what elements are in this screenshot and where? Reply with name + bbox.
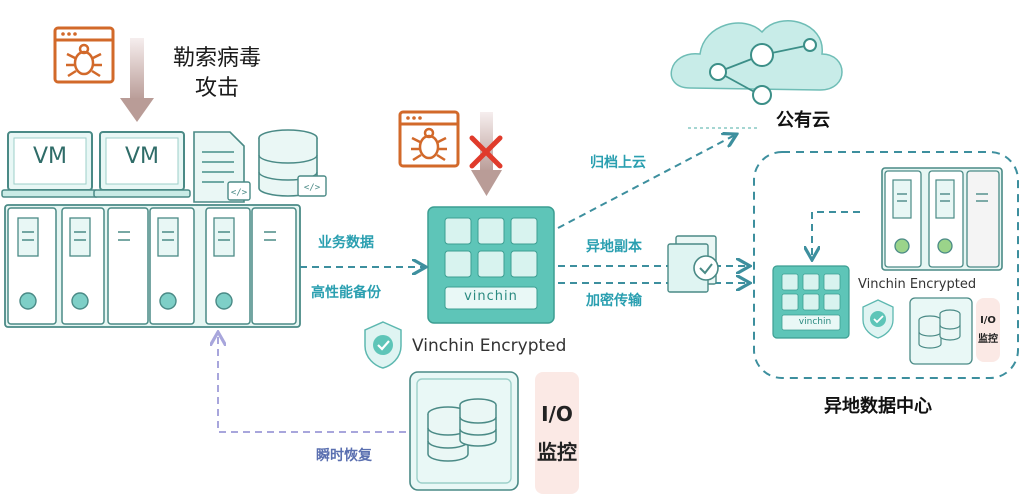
remote-datacenter-boundary bbox=[753, 151, 1019, 379]
vm-laptop-2 bbox=[93, 131, 191, 198]
public-cloud-label: 公有云 bbox=[776, 110, 830, 131]
encrypted-transfer-label: 加密传输 bbox=[586, 293, 642, 309]
vinchin-encrypted-label: Vinchin Encrypted bbox=[412, 336, 567, 356]
remote-vinchin-brand-label: vinchin bbox=[798, 317, 832, 327]
svg-text:</>: </> bbox=[231, 188, 248, 198]
remote-datacenter-label: 异地数据中心 bbox=[824, 396, 932, 417]
business-data-label: 业务数据 bbox=[318, 235, 374, 251]
remote-servers-icon bbox=[881, 167, 1003, 271]
archive-flow-arrow bbox=[557, 135, 735, 229]
remote-vinchin-encrypted-label: Vinchin Encrypted bbox=[858, 277, 977, 292]
vinchin-backup-appliance bbox=[427, 206, 555, 324]
ransomware-attack-label-line1: 勒索病毒 bbox=[172, 46, 261, 71]
remote-encrypted-shield-icon bbox=[862, 299, 894, 339]
document-icon: </> bbox=[193, 131, 251, 203]
io-monitor-badge: I/O 监控 bbox=[535, 372, 579, 494]
flow-arrows bbox=[300, 135, 860, 283]
remote-vinchin-appliance bbox=[772, 265, 850, 339]
remote-io-monitor-badge: I/O 监控 bbox=[976, 298, 1000, 362]
database-icon: </> bbox=[258, 129, 327, 197]
svg-text:</>: </> bbox=[304, 183, 321, 193]
public-cloud-icon bbox=[670, 20, 843, 105]
archive-to-cloud-label: 归档上云 bbox=[590, 155, 646, 171]
remote-io-storage-icon bbox=[909, 297, 973, 365]
vinchin-brand-label: vinchin bbox=[464, 289, 518, 304]
server-towers bbox=[4, 204, 301, 328]
ransomware-bug-icon bbox=[53, 26, 115, 84]
remote-internal-arrow bbox=[812, 211, 860, 258]
instant-recovery-arrow bbox=[218, 334, 406, 433]
io-monitor-line1: I/O bbox=[541, 401, 573, 426]
ransomware-attack-label: 勒索病毒 攻击 bbox=[162, 44, 272, 103]
red-x-icon bbox=[469, 135, 503, 169]
remote-io-monitor-line1: I/O bbox=[980, 315, 996, 326]
attack-arrow-icon bbox=[120, 38, 154, 122]
offsite-copy-icon bbox=[667, 235, 719, 293]
remote-io-monitor-line2: 监控 bbox=[978, 334, 998, 345]
encrypted-shield-icon bbox=[364, 321, 402, 369]
high-perf-backup-label: 高性能备份 bbox=[311, 285, 381, 301]
io-storage-icon bbox=[409, 371, 519, 491]
instant-recovery-label: 瞬时恢复 bbox=[316, 448, 372, 464]
source-server-cluster: </> </> bbox=[1, 129, 327, 328]
ransomware-attack-label-line2: 攻击 bbox=[194, 75, 239, 101]
vm-2-label: VM bbox=[124, 144, 160, 169]
offsite-copy-label: 异地副本 bbox=[586, 239, 642, 255]
blocked-ransomware-bug-icon bbox=[398, 110, 460, 168]
io-monitor-line2: 监控 bbox=[537, 439, 577, 464]
vm-1-label: VM bbox=[32, 144, 68, 169]
